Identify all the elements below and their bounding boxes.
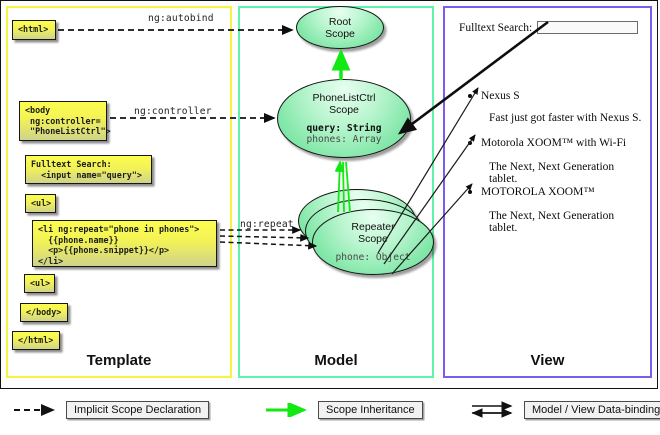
note-ul-close: <ul> [24, 274, 55, 293]
note-body-close: </body> [20, 303, 68, 322]
edge-label-repeat: ng:repeat [240, 219, 294, 230]
column-label-view: View [530, 352, 565, 369]
scope-repeater-properties: phone: Object [335, 252, 410, 264]
note-ul-open: <ul> [25, 194, 56, 213]
legend-label-scope-inheritance: Scope Inheritance [318, 401, 423, 419]
edge-label-controller: ng:controller [134, 106, 212, 117]
legend-label-model-view-data-binding: Model / View Data-binding [524, 401, 660, 419]
scope-root-title: Root Scope [325, 15, 355, 40]
note-html-open: <html> [12, 20, 56, 40]
scope-phonelistctrl: PhoneListCtrl Scope query: String phones… [277, 79, 411, 158]
view-phone-snippet-1: The Next, Next Generation tablet. [489, 161, 615, 185]
view-search-label: Fulltext Search: [459, 21, 533, 34]
note-li-repeat: <li ng:repeat="phone in phones"> {{phone… [32, 220, 217, 267]
view-phone-snippet-2: The Next, Next Generation tablet. [489, 210, 615, 234]
bullet-dot-icon [468, 190, 472, 194]
legend-label-implicit-scope-declaration: Implicit Scope Declaration [66, 401, 210, 419]
view-phone-snippet-0: Fast just got faster with Nexus S. [489, 112, 642, 124]
view-phone-name-2: MOTOROLA XOOM™ [468, 186, 595, 198]
note-body-open: <body ng:controller= "PhoneListCtrl"> [19, 101, 111, 141]
column-view: View Fulltext Search: Nexus S Fast just … [443, 6, 652, 378]
view-phone-name-1: Motorola XOOM™ with Wi-Fi [468, 137, 626, 149]
view-phone-name-0: Nexus S [468, 90, 520, 102]
view-rendered-page: Fulltext Search: Nexus S Fast just got f… [451, 14, 644, 364]
legend: Implicit Scope Declaration Scope Inherit… [0, 392, 660, 435]
column-label-template: Template [86, 352, 152, 369]
note-fulltext-search-snippet: Fulltext Search: <input name="query"> [25, 155, 152, 184]
legend-double-arrow-icon [471, 401, 513, 418]
column-label-model: Model [314, 352, 358, 369]
scope-root: Root Scope [296, 6, 384, 49]
legend-item-model-view-data-binding: Model / View Data-binding [470, 400, 660, 420]
scope-property-query: query: String [306, 122, 382, 134]
legend-solid-arrow-icon [266, 403, 307, 417]
scope-phonelistctrl-properties: query: String phones: Array [306, 123, 381, 146]
view-search-row: Fulltext Search: [459, 21, 639, 34]
edge-label-autobind: ng:autobind [148, 13, 214, 24]
bullet-dot-icon [468, 94, 472, 98]
scope-repeater: Repeater Scope phone: Object [312, 209, 434, 275]
scope-phonelistctrl-title: PhoneListCtrl Scope [312, 91, 376, 116]
note-html-close: </html> [12, 331, 60, 350]
column-template: Template [6, 6, 232, 378]
legend-item-implicit-scope-declaration: Implicit Scope Declaration [12, 400, 210, 420]
bullet-dot-icon [468, 141, 472, 145]
scope-repeater-title: Repeater Scope [351, 220, 395, 245]
scope-property-phone: phone: Object [335, 251, 411, 263]
view-search-input[interactable] [537, 21, 639, 34]
legend-item-scope-inheritance: Scope Inheritance [264, 400, 423, 420]
scope-property-phones: phones: Array [306, 134, 382, 145]
legend-dashed-arrow-icon [14, 404, 55, 416]
